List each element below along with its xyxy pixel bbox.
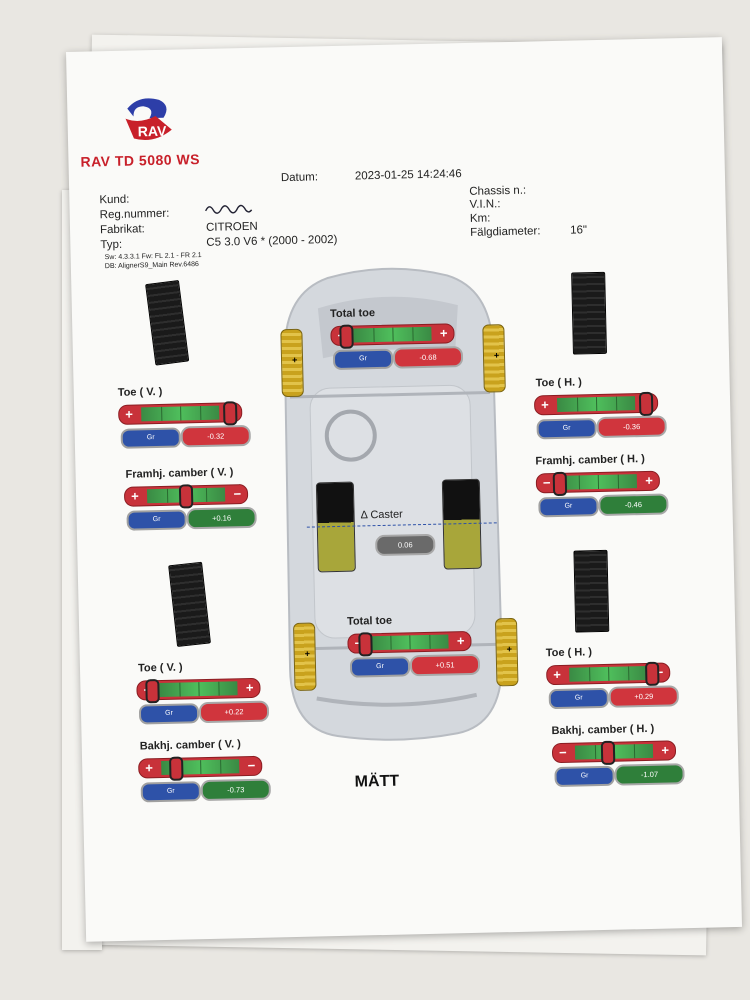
gauge-pointer bbox=[222, 401, 238, 426]
datum-value: 2023-01-25 14:24:46 bbox=[354, 168, 462, 183]
plus-sign: + bbox=[506, 644, 513, 655]
typ-label: Typ: bbox=[100, 238, 123, 252]
rear-left-toe-gauge: −+ bbox=[136, 677, 261, 704]
front-left-toe-gr: Gr bbox=[120, 427, 182, 449]
svg-text:RAV: RAV bbox=[138, 123, 168, 140]
rear-left-camber-value: -0.73 bbox=[200, 778, 272, 802]
chassis-label: Chassis n.: bbox=[469, 184, 527, 198]
kund-label: Kund: bbox=[99, 193, 130, 207]
rear-right-toe-gauge: +− bbox=[546, 661, 671, 687]
falgdiameter-label: Fälgdiameter: bbox=[470, 225, 541, 239]
front-left-tire-icon bbox=[145, 279, 190, 366]
plus-sign: + bbox=[493, 350, 500, 361]
gauge-pointer bbox=[169, 756, 184, 781]
rear-right-camber-gauge: −+ bbox=[551, 740, 677, 766]
rear-left-camber-label: Bakhj. camber ( V. ) bbox=[139, 738, 241, 753]
rear-left-camber-gr: Gr bbox=[140, 781, 202, 803]
caster-label: Δ Caster bbox=[360, 508, 403, 522]
front-right-toe-gauge: +− bbox=[533, 391, 659, 417]
handwritten-signature bbox=[205, 204, 253, 214]
front-left-toe-value: -0.32 bbox=[180, 424, 251, 448]
gauge-pointer bbox=[600, 740, 616, 766]
falgdiameter-value: 16" bbox=[570, 224, 588, 237]
reg-label: Reg.nummer: bbox=[99, 207, 170, 222]
front-right-camber-gr: Gr bbox=[538, 496, 599, 518]
gauge-pointer bbox=[339, 324, 354, 349]
front-right-camber-label: Framhj. camber ( H. ) bbox=[535, 452, 645, 468]
rear-right-camber-label: Bakhj. camber ( H. ) bbox=[551, 722, 655, 738]
rear-total-toe-value: +0.51 bbox=[409, 653, 481, 677]
rear-right-toe-gr: Gr bbox=[548, 687, 610, 710]
rear-total-toe-label: Total toe bbox=[346, 614, 393, 628]
rear-right-toe-value: +0.29 bbox=[608, 685, 680, 708]
rear-right-toe-label: Toe ( H. ) bbox=[545, 646, 593, 660]
brand-title: RAV TD 5080 WS bbox=[80, 150, 201, 170]
rear-total-toe-gr: Gr bbox=[349, 656, 411, 678]
vin-label: V.I.N.: bbox=[469, 198, 501, 211]
front-left-camber-gr: Gr bbox=[126, 509, 187, 531]
plus-sign: + bbox=[291, 354, 298, 365]
rear-right-tire-icon bbox=[573, 549, 610, 633]
rav-logo-icon: RAV bbox=[125, 98, 172, 141]
front-total-toe-gauge: −+ bbox=[330, 323, 455, 349]
gauge-pointer bbox=[178, 484, 194, 509]
rear-left-tire-icon bbox=[168, 561, 211, 647]
front-right-tire-icon bbox=[571, 271, 607, 355]
fabrikat-label: Fabrikat: bbox=[99, 223, 145, 237]
gauge-pointer bbox=[145, 679, 160, 704]
gauge-pointer bbox=[644, 661, 660, 687]
car-outline-diagram bbox=[283, 267, 504, 741]
front-left-toe-label: Toe ( V. ) bbox=[117, 385, 163, 399]
matt-title: MÄTT bbox=[354, 772, 400, 791]
rear-right-camber-gr: Gr bbox=[554, 765, 615, 788]
front-total-toe-gr: Gr bbox=[332, 348, 394, 371]
front-left-toe-gauge: +− bbox=[118, 401, 243, 426]
plus-sign: + bbox=[304, 648, 311, 659]
database-version: DB: AlignerS9_Main Rev.6486 bbox=[104, 261, 199, 271]
caster-value: 0.06 bbox=[375, 533, 436, 557]
front-right-camber-gauge: −+ bbox=[535, 470, 661, 497]
typ-value: C5 3.0 V6 * (2000 - 2002) bbox=[206, 233, 338, 249]
front-left-camber-value: +0.16 bbox=[186, 506, 257, 530]
front-left-camber-label: Framhj. camber ( V. ) bbox=[125, 466, 234, 481]
front-right-toe-value: -0.36 bbox=[596, 415, 667, 439]
alignment-report-sheet: RAV RAV TD 5080 WS Datum: 2023-01-25 14:… bbox=[66, 37, 743, 942]
front-total-toe-label: Total toe bbox=[329, 307, 376, 321]
front-left-camber-gauge: +− bbox=[123, 483, 249, 509]
front-right-camber-value: -0.46 bbox=[598, 493, 669, 517]
gauge-pointer bbox=[638, 391, 654, 417]
rear-right-camber-value: -1.07 bbox=[614, 763, 685, 786]
rear-left-toe-gr: Gr bbox=[138, 703, 200, 725]
rear-left-toe-label: Toe ( V. ) bbox=[137, 661, 183, 675]
fabrikat-value: CITROEN bbox=[205, 220, 258, 234]
km-label: Km: bbox=[469, 212, 491, 225]
front-total-toe-value: -0.68 bbox=[392, 346, 464, 369]
gauge-pointer bbox=[358, 632, 373, 657]
gauge-pointer bbox=[552, 471, 568, 497]
rear-left-camber-gauge: +− bbox=[138, 755, 263, 781]
front-right-toe-gr: Gr bbox=[536, 418, 597, 440]
rear-total-toe-gauge: −+ bbox=[347, 630, 472, 657]
datum-label: Datum: bbox=[280, 171, 319, 185]
rear-left-toe-value: +0.22 bbox=[198, 700, 270, 724]
front-right-toe-label: Toe ( H. ) bbox=[535, 376, 582, 390]
software-version: Sw: 4.3.3.1 Fw: FL 2.1 - FR 2.1 bbox=[104, 251, 202, 262]
